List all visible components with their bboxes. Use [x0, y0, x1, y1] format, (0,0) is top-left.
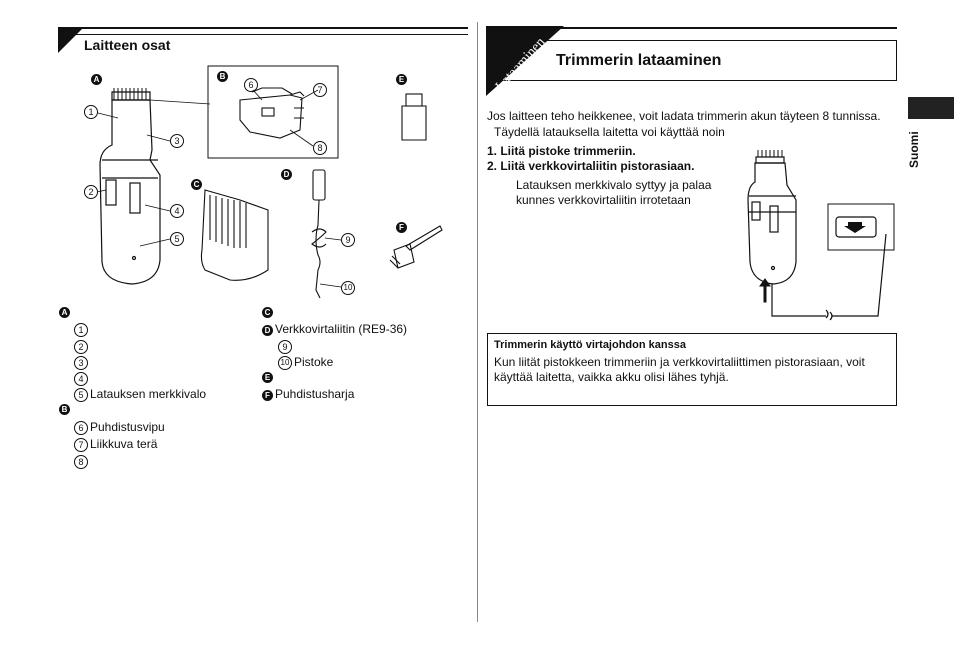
- legend-c-marker: C: [262, 307, 273, 318]
- comb-illustration: [200, 189, 269, 281]
- marker-d: D: [281, 169, 292, 180]
- side-tab-marker: [908, 97, 954, 119]
- step-2: 2. Liitä verkkovirtaliitin pistorasiaan.: [487, 159, 695, 173]
- intro-line-1: Jos laitteen teho heikkenee, voit ladata…: [487, 109, 881, 123]
- legend-a-marker: A: [59, 307, 70, 318]
- note-title: Trimmerin käyttö virtajohdon kanssa: [494, 339, 686, 351]
- callout-3: 3: [170, 134, 184, 148]
- trimmer-illustration: [99, 88, 211, 285]
- legend-a-item-4: 4: [74, 371, 90, 386]
- callout-9: 9: [341, 233, 355, 247]
- note-box: [487, 333, 897, 406]
- legend-b-item-8: 8: [74, 454, 90, 469]
- oil-bottle-illustration: [401, 93, 427, 141]
- callout-7: 7: [313, 83, 327, 97]
- callout-6: 6: [244, 78, 258, 92]
- marker-f: F: [396, 222, 407, 233]
- legend-d-item-9: 9: [278, 339, 294, 354]
- right-header-triangle: [486, 26, 564, 96]
- side-tab-language: Suomi: [907, 131, 921, 168]
- left-header-rule: [58, 27, 468, 29]
- page-divider: [477, 22, 478, 622]
- legend-b-marker: B: [59, 404, 70, 415]
- blade-inset-box: [207, 65, 339, 159]
- callout-4: 4: [170, 204, 184, 218]
- parts-diagram: [96, 65, 443, 299]
- step-1: 1. Liitä pistoke trimmeriin.: [487, 144, 636, 158]
- legend-a-item-3: 3: [74, 355, 90, 370]
- callout-1: 1: [84, 105, 98, 119]
- legend-a-item-1: 1: [74, 322, 90, 337]
- right-header-rule: [487, 27, 897, 29]
- marker-c: C: [191, 179, 202, 190]
- note-line-1: Kun liität pistokkeen trimmeriin ja verk…: [494, 355, 865, 369]
- marker-e: E: [396, 74, 407, 85]
- legend-a-item-2: 2: [74, 339, 90, 354]
- step-2-detail-2: kunnes verkkovirtaliitin irrotetaan: [516, 193, 691, 207]
- note-line-2: käyttää laitetta, vaikka akku olisi lähe…: [494, 370, 729, 384]
- marker-a: A: [91, 74, 102, 85]
- callout-10: 10: [341, 281, 355, 295]
- section-title-parts: Laitteen osat: [84, 37, 171, 53]
- left-header-rule-thin: [58, 34, 468, 35]
- section-title-charging: Trimmerin lataaminen: [556, 52, 722, 69]
- callout-2: 2: [84, 185, 98, 199]
- brush-illustration: [389, 225, 443, 269]
- legend-e-marker: E: [262, 372, 273, 383]
- intro-line-2: Täydellä latauksella laitetta voi käyttä…: [494, 125, 725, 139]
- step-2-detail-1: Latauksen merkkivalo syttyy ja palaa: [516, 178, 712, 192]
- callout-5: 5: [170, 232, 184, 246]
- callout-8: 8: [313, 141, 327, 155]
- adapter-illustration: [311, 169, 327, 299]
- marker-b: B: [217, 71, 228, 82]
- left-header-triangle: [58, 27, 84, 53]
